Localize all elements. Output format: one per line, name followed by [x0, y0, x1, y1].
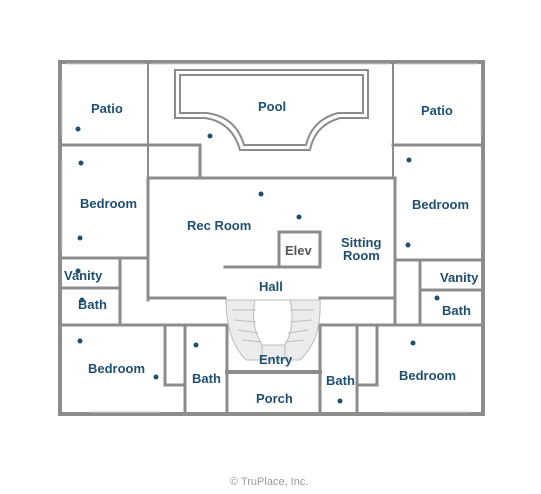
room-label-rec-room: Rec Room — [187, 218, 252, 233]
room-label-bath-left-lower: Bath — [192, 371, 221, 386]
room-label-bedroom-right-lower: Bedroom — [399, 368, 457, 383]
room-label-sitting-room: Room — [343, 248, 380, 263]
room-label-bedroom-left-lower: Bedroom — [88, 361, 146, 376]
marker-dot — [193, 342, 199, 348]
room-label-vanity-left: Vanity — [64, 268, 103, 283]
room-label-pool: Pool — [258, 99, 287, 114]
room-label-patio-left: Patio — [91, 101, 123, 116]
room-label-bedroom-right-upper: Bedroom — [412, 197, 470, 212]
marker-dot — [79, 297, 85, 303]
marker-dot — [296, 214, 302, 220]
markers — [75, 126, 440, 404]
room-label-porch: Porch — [256, 391, 293, 406]
marker-dot — [75, 126, 81, 132]
marker-dot — [75, 268, 81, 274]
marker-dot — [337, 398, 343, 404]
room-label-elev: Elev — [285, 243, 312, 258]
copyright-notice: © TruPlace, Inc. — [230, 476, 309, 488]
marker-dot — [77, 235, 83, 241]
room-label-bath-right-upper: Bath — [442, 303, 471, 318]
marker-dot — [406, 157, 412, 163]
marker-dot — [78, 160, 84, 166]
marker-dot — [258, 191, 264, 197]
marker-dot — [153, 374, 159, 380]
room-label-bath-right-lower: Bath — [326, 373, 355, 388]
marker-dot — [207, 133, 213, 139]
outer-wall — [58, 60, 485, 416]
marker-dot — [405, 242, 411, 248]
marker-dot — [410, 340, 416, 346]
marker-dot — [434, 295, 440, 301]
pool-outline — [174, 69, 369, 151]
room-label-sitting: Sitting — [341, 235, 382, 250]
windows — [61, 63, 482, 413]
room-label-entry: Entry — [259, 352, 293, 367]
room-label-patio-right: Patio — [421, 103, 453, 118]
room-label-vanity-right: Vanity — [440, 270, 479, 285]
room-label-hall: Hall — [259, 279, 283, 294]
spiral-staircase — [225, 299, 321, 361]
room-label-bath-left-upper: Bath — [78, 297, 107, 312]
marker-dot — [77, 338, 83, 344]
room-label-bedroom-left-upper: Bedroom — [80, 196, 138, 211]
walls — [58, 60, 485, 416]
